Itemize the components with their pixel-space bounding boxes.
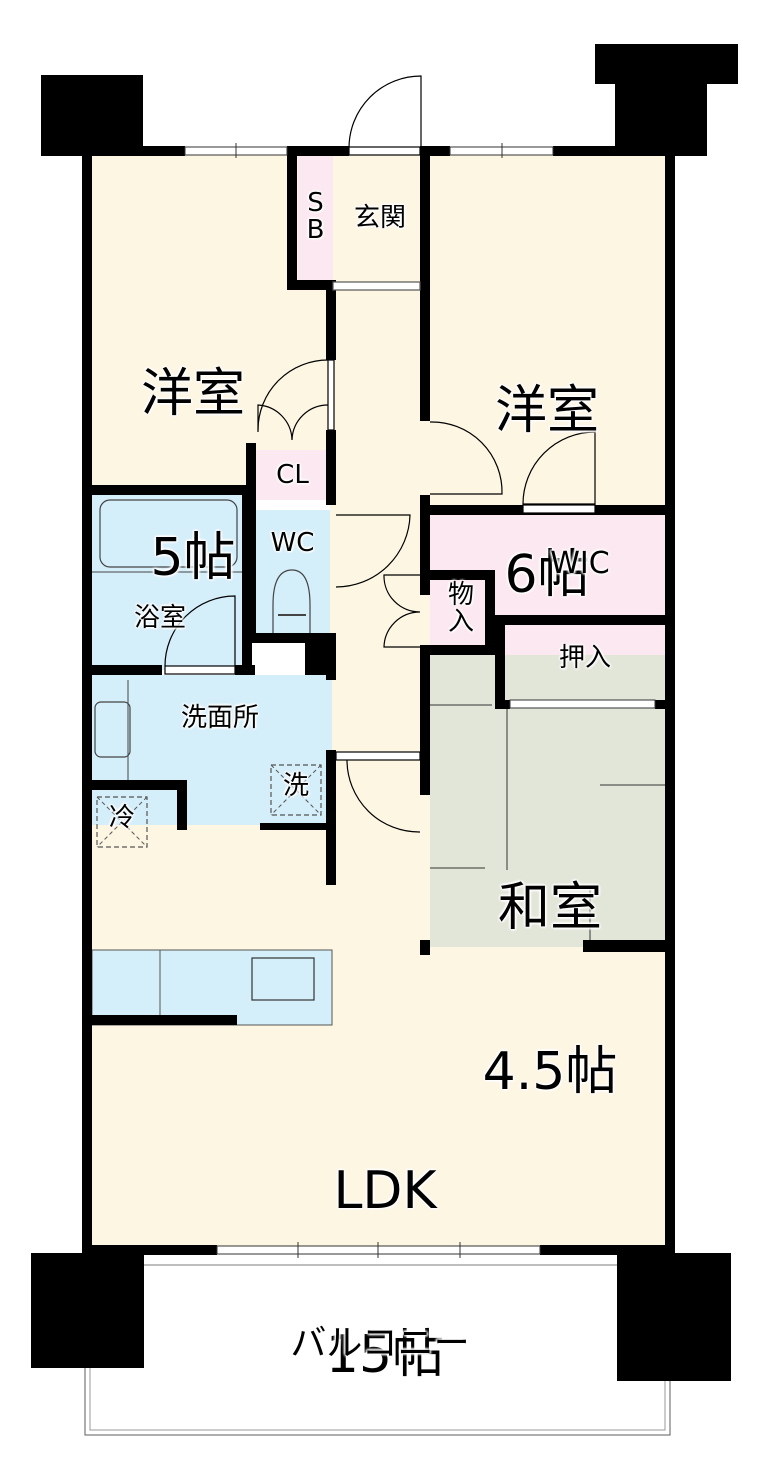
doors [164,75,596,833]
room-label-ldk: LDK 15帖 [305,1055,465,1437]
room-label-toilet: WC [270,528,315,558]
room-label-entrance: 玄関 [353,203,406,233]
floor-ldk-upper [180,825,430,955]
toilet-fixture [272,569,311,641]
bath-door [164,595,236,667]
kitchen-sink [251,957,315,1001]
room-name: 洋室 [140,364,245,425]
room-label-closet: CL [276,460,309,490]
room6-door-right [522,431,596,505]
room-label-western-5: 洋室 5帖 [118,258,268,640]
washbasin [94,701,131,758]
room-label-japanese: 和室 4.5帖 [470,772,630,1154]
room5-door [257,359,329,431]
tatami-lines [430,704,666,947]
ldk-door [346,759,421,833]
room-label-storage: 物 入 [447,580,474,638]
pillar-top-right [595,44,738,84]
walls [31,44,738,1381]
bathtub [99,499,238,568]
room-name: 洋室 [494,381,599,442]
pillar-bottom-right [617,1253,731,1381]
room-label-oshiire: 押入 [558,643,611,673]
front-door [348,75,422,149]
storage-door [383,574,421,648]
room-label-balcony: バルコニー [290,1323,470,1364]
room-label-wic: WIC [550,546,610,581]
room-label-bathroom: 浴室 [133,603,186,633]
washer-space [270,764,322,816]
room-label-washroom: 洗面所 [180,703,259,733]
room-size: 5帖 [150,527,236,588]
floor-shoe-box [298,155,333,280]
room-name: LDK [333,1161,437,1222]
wc-door [335,514,411,588]
room-name: 和室 [497,878,602,939]
windows [184,143,656,1258]
pillar-top-left [41,75,143,156]
room-size: 15帖 [325,1324,445,1385]
floor-washroom [92,675,332,825]
pillar-bottom-left [31,1253,144,1368]
closet-door [257,404,329,441]
room6-door-left [429,421,503,495]
floor-hall [330,155,430,755]
floor-western-room-6 [430,155,666,505]
floor-closet [255,450,330,500]
room-label-western-6: 洋室 6帖 [472,275,622,657]
room-label-washer: 洗 [282,771,309,801]
floors [84,155,671,1436]
room-label-fridge: 冷 [108,803,135,833]
window-oshiire [509,699,656,709]
fridge-space [96,796,148,848]
room-label-shoe-box: S B [306,188,325,246]
room-size: 6帖 [504,544,590,605]
floor-storage [430,575,492,647]
room-size: 4.5帖 [482,1041,618,1102]
